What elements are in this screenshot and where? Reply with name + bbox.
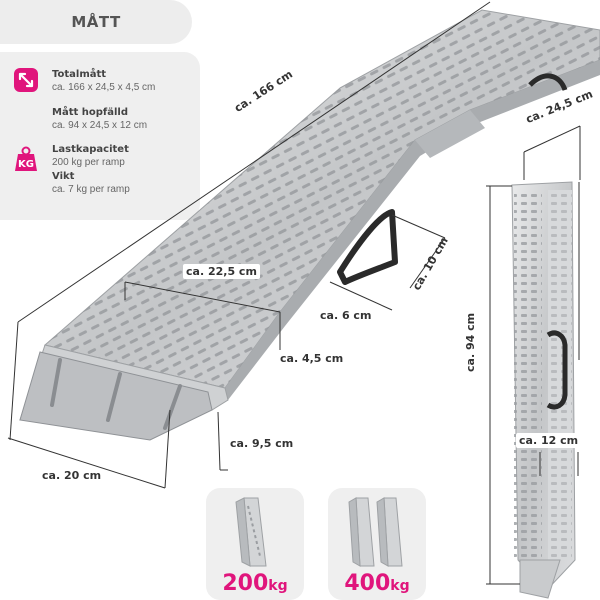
spec-capacity-value: 200 kg per ramp (52, 157, 125, 168)
resize-arrows-icon (14, 68, 38, 92)
kg-weight-icon: KG (14, 146, 38, 171)
dim-inner-width: ca. 22,5 cm (183, 264, 260, 279)
spec-weight-value: ca. 7 kg per ramp (52, 184, 130, 195)
single-ramp-icon (235, 497, 267, 567)
load-label-single: 200kg (222, 571, 288, 596)
load-card-pair: 400kg (328, 488, 426, 600)
spec-folded-value: ca. 94 x 24,5 x 12 cm (52, 120, 148, 131)
page-title: MÅTT (71, 13, 121, 31)
spec-total-value: ca. 166 x 24,5 x 4,5 cm (52, 82, 156, 93)
dim-lip-length: ca. 9,5 cm (230, 437, 294, 450)
dim-folded-depth: ca. 12 cm (516, 433, 582, 448)
dim-thickness: ca. 4,5 cm (280, 352, 344, 365)
dim-base-width: ca. 20 cm (42, 469, 102, 482)
dimension-lines (7, 1, 581, 585)
spec-folded-title: Mått hopfälld (52, 107, 129, 118)
dim-folded-length: ca. 94 cm (464, 312, 477, 372)
load-label-pair: 400kg (344, 571, 410, 596)
dim-handle-gap: ca. 6 cm (320, 309, 372, 322)
folded-ramp (511, 181, 576, 599)
spec-capacity-title: Lastkapacitet (52, 144, 129, 155)
load-card-single: 200kg (206, 488, 304, 600)
spec-panel: Totalmått ca. 166 x 24,5 x 4,5 cm Mått h… (0, 52, 200, 220)
spec-weight-title: Vikt (52, 171, 75, 182)
ramp-pair-icon (348, 497, 403, 567)
spec-total-title: Totalmått (52, 69, 107, 80)
kg-icon-label: KG (18, 159, 34, 170)
title-pill: MÅTT (0, 0, 192, 44)
